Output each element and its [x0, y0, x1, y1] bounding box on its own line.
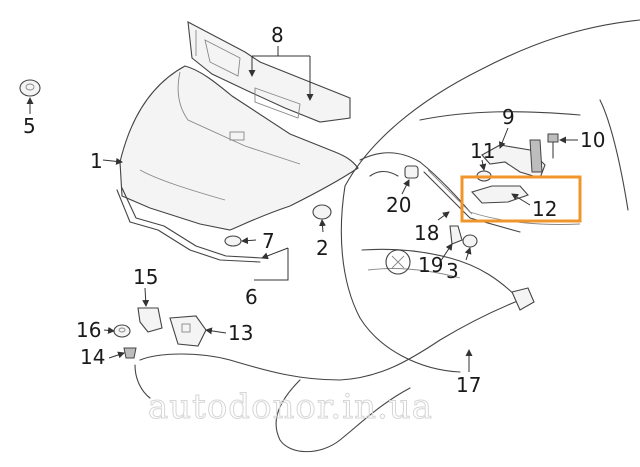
- part-19-clip: [449, 225, 463, 245]
- callout-14: 14: [80, 345, 105, 369]
- callout-5: 5: [23, 114, 36, 138]
- part-12-hinge: [471, 185, 529, 204]
- callout-3: 3: [446, 259, 459, 283]
- callout-12: 12: [532, 197, 557, 221]
- callout-18: 18: [414, 221, 439, 245]
- callout-7: 7: [262, 229, 275, 253]
- callout-17: 17: [456, 373, 481, 397]
- callout-6: 6: [245, 285, 258, 309]
- callout-2: 2: [316, 236, 329, 260]
- highlight-box-12: [460, 175, 582, 223]
- callout-20: 20: [386, 193, 411, 217]
- callout-13: 13: [228, 321, 253, 345]
- callout-9: 9: [502, 105, 515, 129]
- callout-11: 11: [470, 139, 495, 163]
- part-7-bumper: [224, 235, 242, 247]
- part-16-nut: [113, 324, 131, 338]
- callout-19: 19: [418, 253, 443, 277]
- watermark: autodonor.in.ua: [148, 387, 433, 427]
- car-front-body: [340, 19, 640, 373]
- part-20-rubber: [404, 165, 419, 179]
- leader-lines: [26, 46, 578, 372]
- part-15-bracket: [137, 307, 163, 333]
- part-10-bolt: [547, 133, 559, 159]
- callout-16: 16: [76, 318, 101, 342]
- callout-8: 8: [271, 23, 284, 47]
- callout-10: 10: [580, 128, 605, 152]
- callout-1: 1: [90, 149, 103, 173]
- part-14-fastener: [123, 347, 137, 359]
- part-13-lock: [169, 315, 207, 347]
- part-5-clip: [19, 79, 41, 97]
- part-1-hood: [119, 65, 359, 231]
- callout-15: 15: [133, 265, 158, 289]
- part-18-rod: [423, 169, 521, 233]
- part-17-cable: [134, 287, 535, 453]
- part-6-weatherstrip: [116, 187, 263, 263]
- part-2-cap: [312, 204, 332, 220]
- part-3-grommet: [462, 234, 478, 248]
